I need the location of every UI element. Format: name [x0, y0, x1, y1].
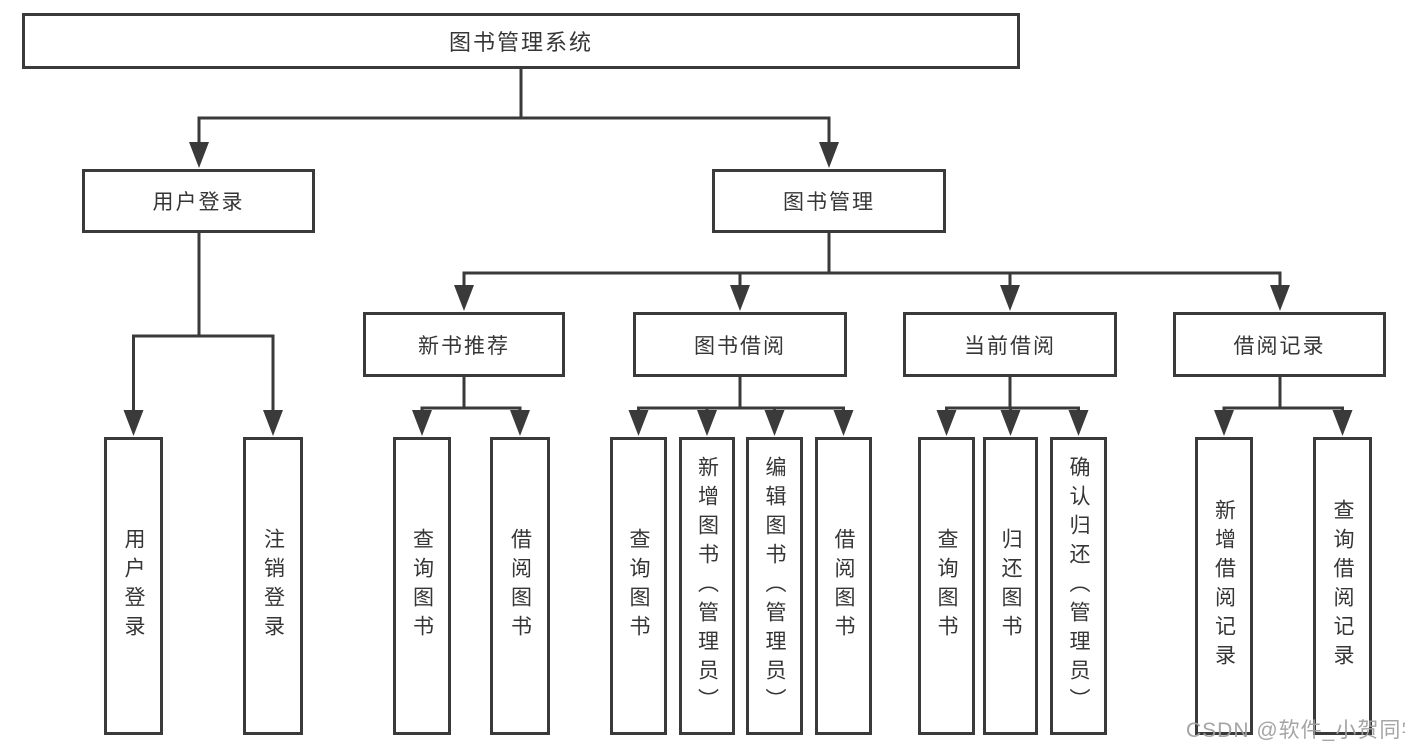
node-leaf-query-borrow-record: 查询借阅记录 [1313, 437, 1372, 735]
node-leaf-return-book: 归还图书 [983, 437, 1038, 735]
node-leaf-confirm-return-admin: 确认归还（管理员） [1050, 437, 1107, 735]
node-leaf-query-books-borrowing: 查询图书 [610, 437, 667, 735]
node-leaf-edit-book-admin: 编辑图书（管理员） [746, 437, 803, 735]
watermark-text: CSDN @软件_小贺同学 [1186, 719, 1405, 742]
node-leaf-query-books-current: 查询图书 [918, 437, 975, 735]
node-leaf-add-borrow-record: 新增借阅记录 [1195, 437, 1253, 735]
node-leaf-query-books-recommend: 查询图书 [393, 437, 451, 735]
node-leaf-logout: 注销登录 [243, 437, 303, 735]
node-book-borrowing: 图书借阅 [633, 312, 847, 377]
node-leaf-user-login: 用户登录 [104, 437, 163, 735]
node-borrowing-records: 借阅记录 [1173, 312, 1386, 377]
node-leaf-borrow-books: 借阅图书 [815, 437, 872, 735]
node-library-system: 图书管理系统 [22, 13, 1020, 69]
node-leaf-add-book-admin: 新增图书（管理员） [679, 437, 735, 735]
node-current-borrowing: 当前借阅 [903, 312, 1117, 377]
node-leaf-borrow-books-recommend: 借阅图书 [490, 437, 550, 735]
node-user-login: 用户登录 [82, 169, 315, 233]
node-book-management: 图书管理 [712, 169, 946, 233]
node-new-book-recommend: 新书推荐 [363, 312, 565, 377]
